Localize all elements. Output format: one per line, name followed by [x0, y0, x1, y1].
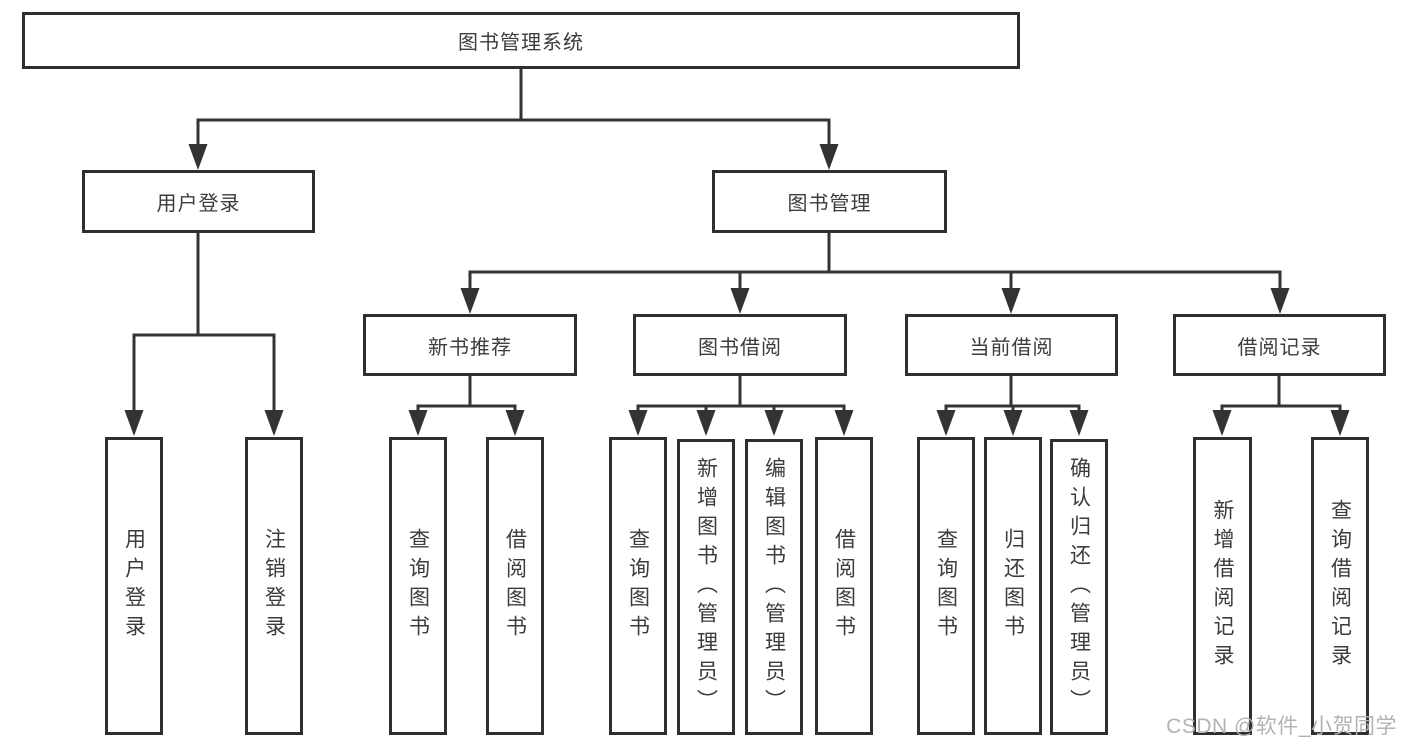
leaf-add-book-admin-box: 新增图书（管理员）	[677, 439, 735, 735]
leaf-add-borrow-record-box: 新增借阅记录	[1193, 437, 1252, 735]
arrow-down-icon	[505, 410, 525, 436]
arrow-down-icon	[628, 410, 648, 436]
leaf-edit-book-admin-box: 编辑图书（管理员）	[745, 439, 803, 735]
user-login-label: 用户登录	[156, 193, 241, 215]
leaf-confirm-return-admin-box: 确认归还（管理员）	[1050, 439, 1108, 735]
leaf-borrow-book-2-box: 借阅图书	[815, 437, 873, 735]
leaf-add-book-admin-label: 新增图书（管理员）	[694, 456, 718, 718]
leaf-logout-box: 注销登录	[245, 437, 303, 735]
arrow-down-icon	[408, 410, 428, 436]
leaf-user-login-label: 用户登录	[122, 528, 146, 644]
arrow-down-icon	[764, 410, 784, 436]
book-management-box: 图书管理	[712, 170, 947, 233]
leaf-query-book-3-label: 查询图书	[934, 528, 958, 644]
leaf-return-book-label: 归还图书	[1001, 528, 1025, 644]
user-login-box: 用户登录	[82, 170, 315, 233]
arrow-down-icon	[1270, 288, 1290, 314]
leaf-query-book-3-box: 查询图书	[917, 437, 975, 735]
arrow-down-icon	[834, 410, 854, 436]
connector-borrow-record-split	[1212, 376, 1350, 436]
leaf-user-login-box: 用户登录	[105, 437, 163, 735]
book-management-label: 图书管理	[787, 193, 872, 215]
new-book-recommend-label: 新书推荐	[428, 336, 512, 359]
connector-book-management-split	[460, 233, 1290, 314]
leaf-confirm-return-admin-label: 确认归还（管理员）	[1067, 456, 1091, 718]
new-book-recommend-box: 新书推荐	[363, 314, 577, 376]
connector-current-borrow-split	[936, 376, 1089, 436]
arrow-down-icon	[819, 144, 839, 170]
arrow-down-icon	[1003, 410, 1023, 436]
arrow-down-icon	[1212, 410, 1232, 436]
arrow-down-icon	[1001, 288, 1021, 314]
root-label: 图书管理系统	[458, 32, 584, 54]
leaf-edit-book-admin-label: 编辑图书（管理员）	[762, 456, 786, 718]
borrow-record-box: 借阅记录	[1173, 314, 1386, 376]
book-borrow-label: 图书借阅	[698, 336, 782, 359]
leaf-query-book-1-box: 查询图书	[389, 437, 447, 735]
arrow-down-icon	[124, 410, 144, 436]
leaf-borrow-book-2-label: 借阅图书	[832, 528, 856, 644]
borrow-record-label: 借阅记录	[1237, 336, 1322, 359]
leaf-query-borrow-record-label: 查询借阅记录	[1328, 499, 1352, 673]
leaf-borrow-book-1-label: 借阅图书	[503, 528, 527, 644]
leaf-query-borrow-record-box: 查询借阅记录	[1311, 437, 1369, 735]
current-borrow-box: 当前借阅	[905, 314, 1118, 376]
arrow-down-icon	[936, 410, 956, 436]
leaf-query-book-2-label: 查询图书	[626, 528, 650, 644]
leaf-add-borrow-record-label: 新增借阅记录	[1211, 499, 1235, 673]
arrow-down-icon	[1330, 410, 1350, 436]
arrow-down-icon	[460, 288, 480, 314]
leaf-return-book-box: 归还图书	[984, 437, 1042, 735]
arrow-down-icon	[264, 410, 284, 436]
leaf-borrow-book-1-box: 借阅图书	[486, 437, 544, 735]
leaf-query-book-1-label: 查询图书	[406, 528, 430, 644]
book-borrow-box: 图书借阅	[633, 314, 847, 376]
current-borrow-label: 当前借阅	[969, 336, 1054, 359]
arrow-down-icon	[1069, 410, 1089, 436]
csdn-watermark: CSDN @软件_小贺同学	[1166, 715, 1397, 738]
connector-user-login-split	[124, 233, 284, 436]
arrow-down-icon	[696, 410, 716, 436]
leaf-query-book-2-box: 查询图书	[609, 437, 667, 735]
arrow-down-icon	[188, 144, 208, 170]
connector-new-book-recommend-split	[408, 376, 525, 436]
connector-root-split	[188, 68, 839, 170]
arrow-down-icon	[730, 288, 750, 314]
leaf-logout-label: 注销登录	[262, 528, 286, 644]
root-box: 图书管理系统	[22, 12, 1020, 69]
connector-book-borrow-split	[628, 376, 854, 436]
